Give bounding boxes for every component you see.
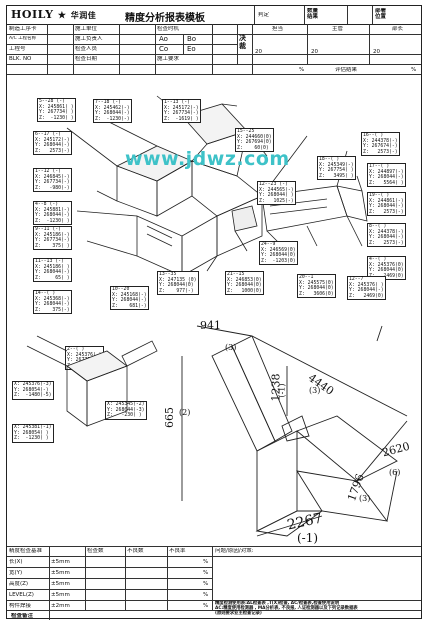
sign-col-1: 担当 [272, 26, 284, 32]
coord-label: 18--( ) X: 245349(-) Y: 267754( ) Z: 349… [317, 156, 356, 181]
row2-c5: Ao [159, 36, 168, 42]
row4-c1: BLK. NO [9, 56, 32, 62]
coord-label: 12--23 (-) X: 244565(-) Y: 268044( ) Z: … [257, 181, 296, 206]
row-pct: % [203, 592, 209, 598]
dim-m1a: (-1) [277, 383, 287, 398]
coord-label: 11--13 (-) X: 245186( ) Y: 268044(-) Z: … [33, 258, 72, 283]
coord-label: 1--13 (-) X: 245172(-) Y: 267734(-) Z: -… [162, 99, 201, 124]
row-pct: % [203, 581, 209, 587]
row-pct: % [203, 570, 209, 576]
row-item: 构件焊接 [9, 603, 32, 609]
row2-c3: 施工负责人 [75, 36, 103, 42]
row2-c1: A/C 工程名称 [9, 36, 37, 41]
row-pct: % [203, 559, 209, 565]
dim-2: (2) [179, 408, 191, 417]
dim-665: 665 [163, 407, 176, 428]
coord-label: 24--9 X: 246569(0) Y: 268044(0) Z: -1203… [259, 241, 298, 266]
row1-c5: 检查时机 [157, 26, 180, 32]
coord-label: 17--( ) X: 244897(-) Y: 268044(-) Z: 556… [367, 163, 406, 188]
pct-1: % [299, 67, 305, 73]
dim-3a: (3) [225, 343, 237, 352]
row3-c3: 检查人员 [75, 46, 98, 52]
coord-label: 6--17 (-) X: 245172(-) Y: 268044(-) Z: 2… [33, 131, 72, 156]
small-component-drawing [26, 335, 158, 427]
row-item: LEVEL(Z) [9, 592, 34, 598]
coord-label: 4--( ) X: 245376(0) Y: 268044(0) Z: 2469… [367, 256, 406, 281]
row2-c6: Bo [187, 36, 197, 42]
row-tol: ±2mm [51, 603, 70, 609]
dim-941: 941 [200, 319, 221, 332]
watermark: www.jdwz.com [125, 148, 290, 170]
star-icon: ★ [57, 11, 67, 21]
row1-c3: 施工单位 [75, 26, 98, 32]
coord-label: 12--7 X: 245376( ) Y: 268044(-) Z: 2469(… [347, 276, 386, 301]
coord-label: X: 245381(-1) Y: 268054( ) Z: -1230( ) [12, 424, 54, 443]
row-tol: ±5mm [51, 592, 70, 598]
sign-date-1: 20 [255, 49, 262, 55]
isometric-drawing [66, 95, 368, 277]
row4-c5: 施工要求 [157, 56, 180, 62]
coord-label: 16--( ) X: 244378(-) Y: 267674(-) Z: 257… [361, 132, 400, 157]
coord-label: 8--( ) X: 244378(-) Y: 268044(-) Z: 2573… [367, 223, 406, 248]
dim-m1b: (-1) [297, 531, 319, 545]
coord-label: 13--35 X: 247135 (0) Y: 268044(0) Z: 977… [157, 271, 199, 296]
th-rate: 不良率 [169, 548, 186, 554]
row4-c3: 检查日期 [75, 56, 98, 62]
row-tol: ±5mm [51, 581, 70, 587]
row-item: 长(X) [9, 559, 23, 565]
th-count: 检查数 [87, 548, 104, 554]
coord-label: 9--11 (-) X: 245186(-) Y: 267734(-) Z: 3… [33, 226, 72, 251]
pct-2: % [411, 67, 417, 73]
notes-text: 精度检测使用表:AL检查表 ,T(X)检查, AC/检查表,检查使用说明 AC:… [215, 601, 358, 617]
row-tol: ±5mm [51, 559, 70, 565]
sign-date-2: 20 [311, 49, 318, 55]
row1-c1: 制造工序卡 [9, 26, 37, 32]
eval-label: 评估结果 [335, 67, 358, 73]
th-defects: 不良数 [127, 548, 144, 554]
coord-label: 7--18 (-) X: 245462(-) Y: 268044(-) Z: -… [93, 99, 132, 124]
th-issue: 问题/原因/对策: [215, 548, 254, 554]
company-logo: HOILY ★ 华润佳 [11, 8, 97, 21]
header-bar: HOILY ★ 华润佳 精度分析报表模板 判定 数量 结果 部署 位置 [7, 6, 421, 25]
coord-label: 15--25 X: 244660(0) Y: 267694(0) Z: 60(0… [235, 128, 274, 153]
coord-label: 20--1 X: 245575(0) Y: 268044(0) Z: 3606(… [297, 274, 336, 299]
coord-label: 1--12 (-) X: 246845(-) Y: 267734(-) Z: -… [33, 168, 72, 193]
qty-label: 数量 结果 [307, 8, 319, 20]
sign-col-2: 主管 [332, 26, 344, 32]
coord-label: 19--( ) X: 244861(-) Y: 268044(-) Z: 257… [367, 192, 406, 217]
row3-c1: 工程号 [9, 46, 26, 52]
dim-3c: (3) [359, 494, 371, 503]
coord-label: 21--15 X: 246853(0) Y: 268044(0) Z: 1000… [225, 271, 264, 296]
sign-date-3: 20 [373, 49, 380, 55]
row-item: 高度(Z) [9, 581, 29, 587]
dimension-drawing [181, 325, 408, 537]
coord-label: 10--20 X: 245168(-) Y: 268044(-) Z: 681(… [110, 286, 149, 311]
dim-6: (6) [389, 468, 401, 477]
sign-side-label: 决裁 [239, 34, 246, 50]
coord-label: X: 245376(-3) Y: 268054(-) Z: -1480(-5) [12, 381, 54, 400]
dim-3b: (3) [309, 386, 321, 395]
row-item: 宽(Y) [9, 570, 23, 576]
coord-label: 5--28 (-) X: 245861( ) Y: 267734( ) Z: -… [37, 98, 76, 123]
row-item: 检查备注 [11, 613, 34, 619]
report-sheet: HOILY ★ 华润佳 精度分析报表模板 判定 数量 结果 部署 位置 制造工序… [6, 5, 422, 620]
row3-c5: Co [159, 46, 169, 52]
dept-label: 部署 位置 [375, 8, 387, 20]
page-title: 精度分析报表模板 [125, 13, 205, 24]
th-standard: 精度检查基准 [9, 548, 43, 554]
coord-label: 14--( ) X: 245368(-) Y: 268044(-) Z: 375… [33, 290, 72, 315]
coord-label: 4--8 (-) X: 245881(-) Y: 268044(-) Z: -1… [33, 201, 72, 226]
row-tol: ±5mm [51, 570, 70, 576]
row3-c6: Eo [187, 46, 196, 52]
row-pct: % [203, 603, 209, 609]
sign-col-3: 部长 [392, 26, 404, 32]
judge-label: 判定 [258, 12, 270, 18]
